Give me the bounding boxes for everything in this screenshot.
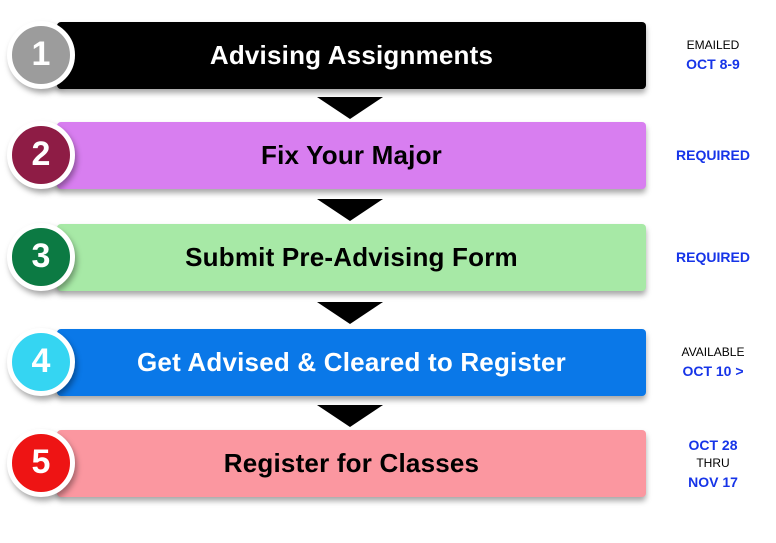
step-2-number: 2 <box>31 135 51 173</box>
step-3-bar: Submit Pre-Advising Form <box>57 224 646 291</box>
step-4-number-badge: 4 <box>7 328 75 396</box>
step-1-note-line-1: EMAILED <box>686 37 740 52</box>
step-2-bar: Fix Your Major <box>57 122 646 189</box>
step-4-note-line-1: AVAILABLE <box>681 344 745 359</box>
down-arrow-3 <box>317 302 383 324</box>
step-2-number-badge: 2 <box>7 121 75 189</box>
step-5-number: 5 <box>31 443 51 481</box>
step-4-note: AVAILABLE OCT 10 > <box>650 329 776 396</box>
step-5-note-line-1: OCT 28 <box>688 436 738 453</box>
step-4-note-line-2: OCT 10 > <box>682 363 744 380</box>
step-4-bar: Get Advised & Cleared to Register <box>57 329 646 396</box>
down-arrow-4 <box>317 405 383 427</box>
step-row-5: Register for Classes 5 OCT 28 THRU NOV 1… <box>0 429 776 497</box>
step-2-note-line-1: REQUIRED <box>676 147 750 164</box>
step-5-number-badge: 5 <box>7 429 75 497</box>
step-5-note: OCT 28 THRU NOV 17 <box>650 430 776 497</box>
step-3-number: 3 <box>31 237 51 275</box>
step-4-title: Get Advised & Cleared to Register <box>137 347 566 377</box>
step-3-title: Submit Pre-Advising Form <box>185 242 518 272</box>
step-1-title: Advising Assignments <box>209 40 494 70</box>
down-arrow-2 <box>317 199 383 221</box>
step-row-2: Fix Your Major 2 REQUIRED <box>0 121 776 189</box>
step-2-note: REQUIRED <box>650 122 776 189</box>
step-5-note-line-2: THRU <box>696 455 730 470</box>
step-5-bar: Register for Classes <box>57 430 646 497</box>
step-3-note-line-1: REQUIRED <box>676 249 750 266</box>
step-row-4: Get Advised & Cleared to Register 4 AVAI… <box>0 328 776 396</box>
step-row-1: Advising Assignments 1 EMAILED OCT 8-9 <box>0 21 776 89</box>
step-1-note: EMAILED OCT 8-9 <box>650 22 776 89</box>
step-2-title: Fix Your Major <box>261 140 442 170</box>
step-4-number: 4 <box>31 342 51 380</box>
step-row-3: Submit Pre-Advising Form 3 REQUIRED <box>0 223 776 291</box>
step-3-number-badge: 3 <box>7 223 75 291</box>
step-1-number: 1 <box>31 35 51 73</box>
step-5-title: Register for Classes <box>223 448 480 478</box>
step-1-number-badge: 1 <box>7 21 75 89</box>
step-3-note: REQUIRED <box>650 224 776 291</box>
step-5-note-line-3: NOV 17 <box>688 474 738 491</box>
step-1-bar: Advising Assignments <box>57 22 646 89</box>
step-1-note-line-2: OCT 8-9 <box>686 56 740 73</box>
down-arrow-1 <box>317 97 383 119</box>
